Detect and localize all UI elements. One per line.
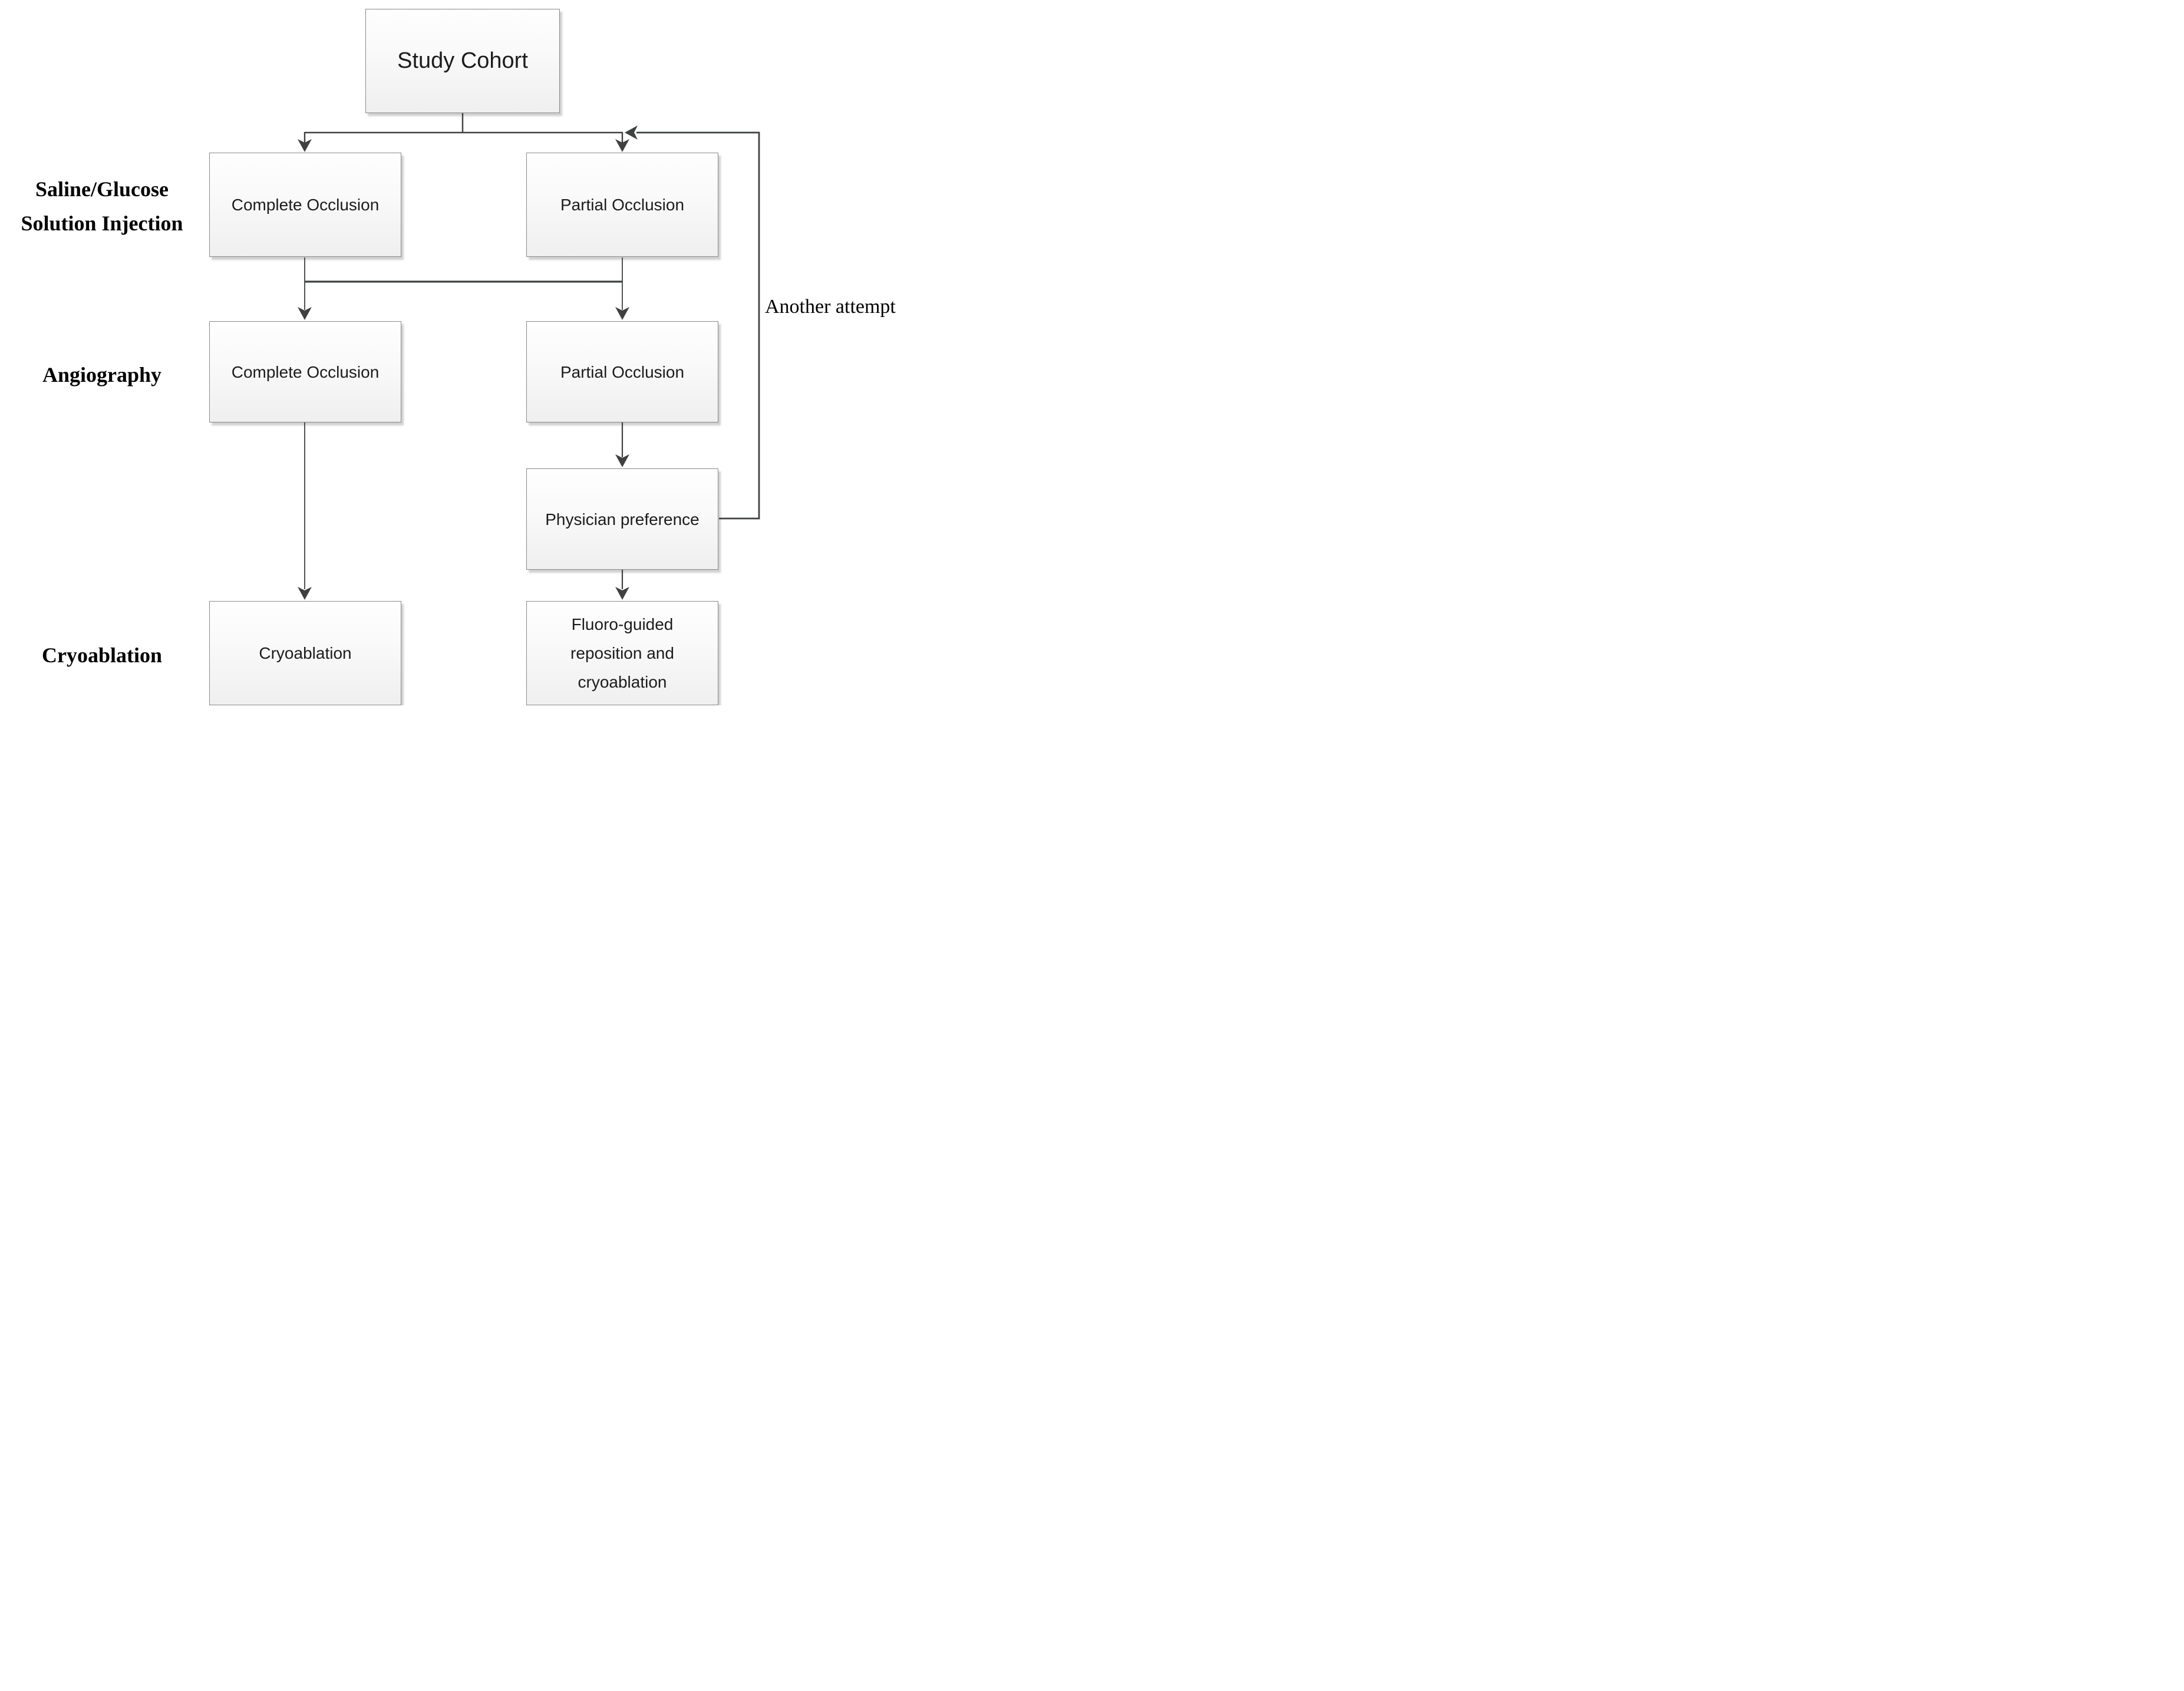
- node-partial-occlusion-angiography: Partial Occlusion: [526, 321, 718, 422]
- node-partial-occlusion-angiography-label: Partial Occlusion: [560, 362, 685, 381]
- arrowhead-into-partial-occlusion-angiography: [615, 307, 629, 320]
- node-partial-occlusion-injection-label: Partial Occlusion: [560, 196, 685, 214]
- node-study-cohort-label: Study Cohort: [397, 48, 528, 74]
- node-physician-preference: Physician preference: [526, 468, 718, 570]
- annotation-another-attempt: Another attempt: [765, 296, 896, 318]
- arrowhead-feedback-left: [625, 125, 638, 140]
- node-fluoro-guided-reposition-label: Fluoro-guided reposition and cryoablatio…: [570, 615, 674, 691]
- arrowhead-into-complete-occlusion-angiography: [298, 307, 312, 320]
- node-physician-preference-label: Physician preference: [545, 510, 700, 529]
- row-label-angiography: Angiography: [42, 363, 162, 387]
- node-complete-occlusion-angiography: Complete Occlusion: [209, 321, 401, 422]
- node-complete-occlusion-injection: Complete Occlusion: [209, 153, 401, 257]
- arrowhead-into-physician-preference: [615, 454, 629, 467]
- node-fluoro-guided-reposition: Fluoro-guided reposition and cryoablatio…: [526, 601, 718, 705]
- arrowhead-into-fluoro-guided: [615, 587, 629, 600]
- node-cryoablation-label: Cryoablation: [259, 644, 352, 662]
- flowchart-canvas: Study Cohort Complete Occlusion Partial …: [0, 0, 911, 705]
- node-study-cohort: Study Cohort: [365, 9, 560, 113]
- arrowhead-into-cryoablation: [298, 587, 312, 600]
- node-complete-occlusion-angiography-label: Complete Occlusion: [231, 362, 380, 381]
- row-label-cryoablation: Cryoablation: [41, 643, 162, 667]
- node-partial-occlusion-injection: Partial Occlusion: [526, 153, 718, 257]
- row-label-saline-glucose-injection: Saline/Glucose Solution Injection: [21, 177, 183, 235]
- arrowhead-into-complete-occlusion-injection: [298, 139, 312, 152]
- arrowhead-into-partial-occlusion-injection: [615, 139, 629, 152]
- node-cryoablation: Cryoablation: [209, 601, 401, 705]
- node-complete-occlusion-injection-label: Complete Occlusion: [231, 196, 380, 214]
